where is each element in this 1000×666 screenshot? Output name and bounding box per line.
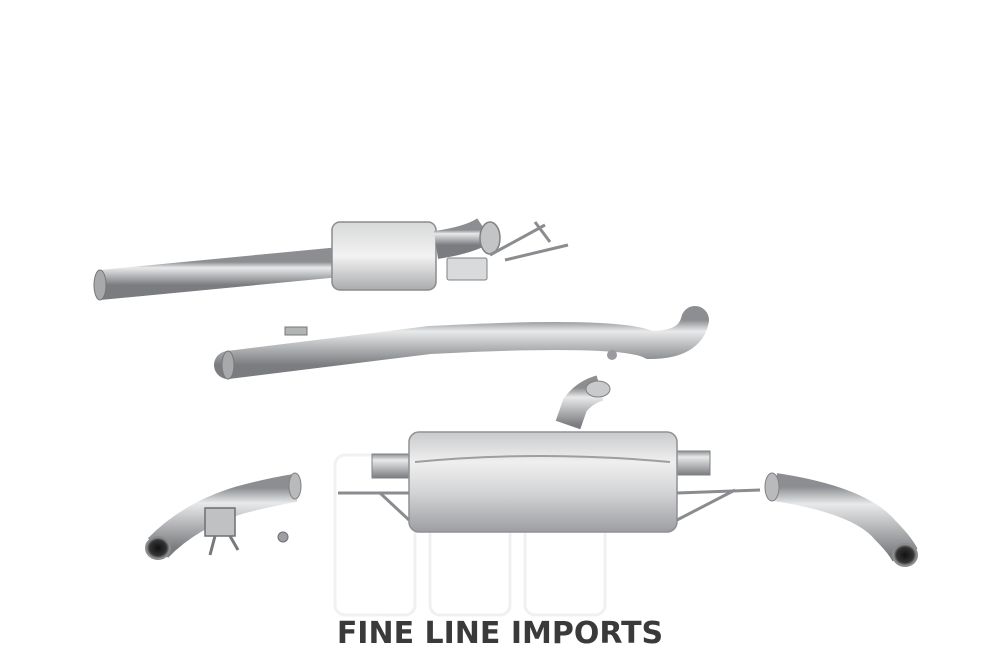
front-pipe-section bbox=[93, 218, 569, 301]
rear-muffler-section bbox=[338, 375, 761, 533]
brand-watermark: FINE LINE IMPORTS bbox=[336, 616, 664, 651]
right-tailpipe bbox=[764, 472, 918, 567]
left-tailpipe bbox=[145, 472, 302, 560]
mid-pipe-section bbox=[214, 306, 709, 380]
